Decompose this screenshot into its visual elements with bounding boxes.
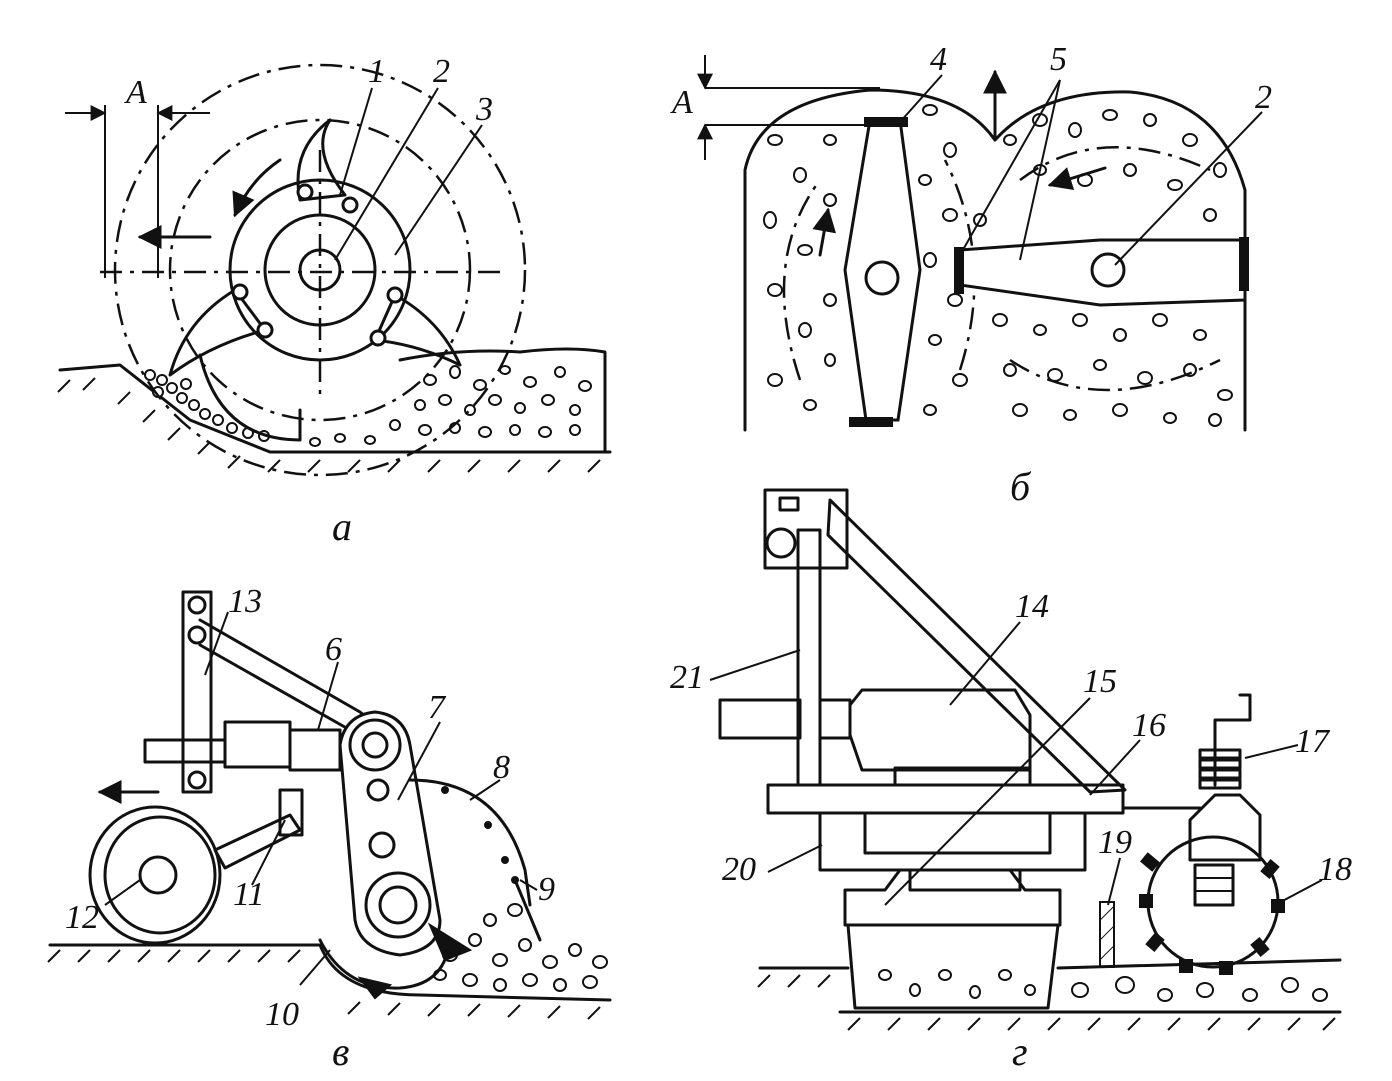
hitch-block: [763, 488, 849, 570]
blade-bottom: [198, 353, 302, 442]
label-a-1: 1: [368, 53, 385, 90]
caption-a: а: [332, 504, 352, 549]
label-a-dim: A: [124, 74, 147, 111]
arm-bracket: [278, 788, 304, 837]
label-g-19: 19: [1098, 824, 1132, 861]
inner-circle-a: [168, 118, 472, 422]
label-g-20: 20: [722, 851, 756, 888]
label-v-10: 10: [265, 996, 299, 1033]
wheel-arm: [213, 813, 302, 870]
coulter: [1099, 901, 1115, 968]
rotation-arc-top-b: [1019, 146, 1211, 182]
diagonal-brace: [826, 498, 1127, 794]
vertical-blade-hub: [864, 260, 900, 296]
caption-v: в: [332, 1029, 349, 1074]
depth-screw: [1213, 693, 1252, 787]
motor: [848, 688, 1032, 772]
screw-thread: [1198, 748, 1242, 790]
blade-top: [296, 118, 347, 202]
label-g-15: 15: [1083, 663, 1117, 700]
gear-housing: [818, 811, 1087, 872]
rotor-mount: [1188, 793, 1262, 862]
label-v-12: 12: [65, 899, 99, 936]
label-g-16: 16: [1132, 707, 1166, 744]
label-v-9: 9: [538, 871, 555, 908]
top-link: [198, 618, 372, 722]
depth-wheel: [88, 805, 222, 945]
label-v-7: 7: [428, 689, 447, 726]
coupling: [288, 728, 342, 772]
label-a-3: 3: [475, 91, 493, 128]
drive-shaft: [718, 698, 802, 740]
depth-wheel-hub: [138, 855, 178, 895]
drive-housing: [338, 710, 442, 957]
rotation-arc-mid-b: [943, 159, 976, 371]
rotor-drum: [318, 938, 450, 990]
rotation-arrow-a: [232, 158, 282, 218]
pto-shaft: [143, 738, 227, 764]
label-g-21: 21: [670, 659, 704, 696]
shield-flap: [513, 878, 542, 942]
label-g-18: 18: [1318, 851, 1352, 888]
rotation-arc-bottom-b: [1009, 358, 1221, 392]
soil-grains-b: [763, 104, 1233, 427]
caption-g: г: [1012, 1029, 1028, 1074]
blade-left: [168, 288, 267, 377]
caption-b: б: [1010, 464, 1032, 509]
base-plate: [766, 783, 1125, 815]
panel-a: A 1 2 3 а: [57, 53, 612, 549]
label-v-11: 11: [233, 876, 264, 913]
cutting-circle-a: [113, 63, 527, 477]
label-a-2: 2: [433, 53, 450, 90]
ground-line-v-right: [318, 943, 612, 1002]
label-v-8: 8: [493, 749, 510, 786]
panel-g: 14 15 16 17 18 19 20 21 г: [670, 488, 1352, 1074]
blade-edge-right: [1239, 237, 1249, 291]
soil-grains-a: [144, 365, 592, 447]
ground-hatch-g: [757, 974, 1336, 1031]
label-b-5: 5: [1050, 41, 1067, 78]
blade-right: [373, 293, 462, 367]
label-v-13: 13: [228, 583, 262, 620]
label-g-17: 17: [1295, 723, 1331, 760]
cutter-frame: [843, 868, 1062, 927]
blade-edge-left: [954, 247, 964, 294]
label-b-2: 2: [1255, 79, 1272, 116]
ground-line-g: [758, 958, 1342, 970]
label-v-6: 6: [325, 631, 342, 668]
upper-sprocket: [348, 718, 402, 772]
blade-tip-bottom: [849, 417, 893, 427]
trench-box: [846, 923, 1060, 1010]
blade-tip-top: [864, 117, 908, 127]
gearbox: [223, 720, 292, 769]
ground-hatch-v: [47, 949, 601, 1020]
label-g-14: 14: [1015, 588, 1049, 625]
ground-line-a: [58, 363, 612, 454]
rotor-cover: [408, 778, 532, 907]
label-b-dim: A: [670, 84, 693, 121]
panel-v: 6 7 8 9 10 11 12 13 в: [47, 583, 612, 1074]
rotor-teeth: [1139, 852, 1285, 975]
horizontal-blade-hub: [1090, 252, 1126, 288]
lower-sprocket: [364, 871, 432, 939]
label-b-4: 4: [930, 41, 947, 78]
soil-grains-g: [878, 969, 1328, 1002]
rotor-gearbox: [1193, 863, 1235, 907]
rotation-arc-left-b: [782, 179, 822, 381]
panel-b: A 4 5 2 б: [670, 41, 1272, 509]
mount-post: [181, 590, 213, 794]
ground-hatch-a: [57, 377, 601, 473]
